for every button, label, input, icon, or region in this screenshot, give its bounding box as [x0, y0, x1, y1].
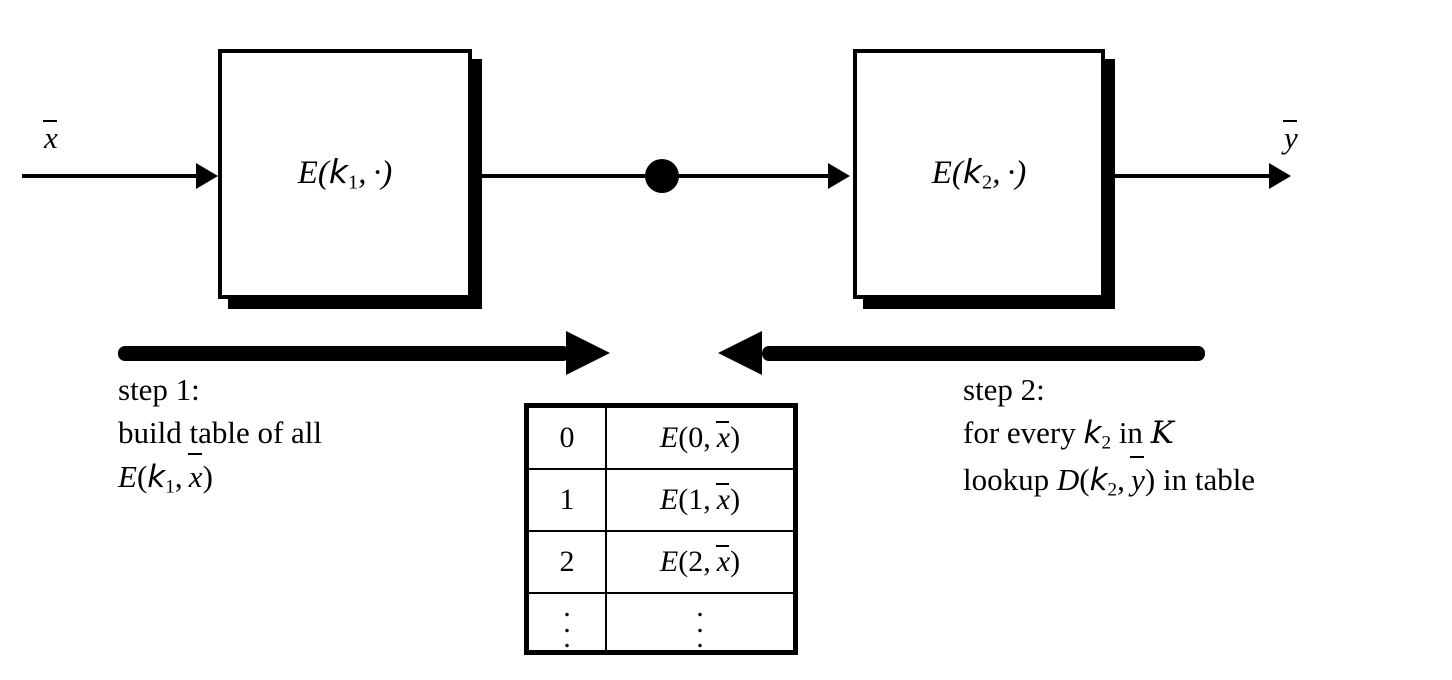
step-2-caption-line-3: lookup D(k2, y) in table	[963, 455, 1255, 504]
table-cell-value-ellipsis: ...	[605, 592, 793, 654]
intermediate-arrowhead-icon	[828, 163, 850, 189]
step-1-caption: step 1: build table of all E(k1, x)	[118, 368, 322, 501]
table-row[interactable]: 1 E(1, x)	[529, 468, 793, 532]
input-label-xbar: x	[43, 120, 58, 155]
step-2-arrowhead-icon	[718, 331, 762, 375]
step-1-caption-line-2: build table of all	[118, 415, 323, 451]
encryption-block-2[interactable]: E(k2, ·)	[853, 49, 1105, 299]
encryption-block-1[interactable]: E(k1, ·)	[218, 49, 472, 299]
output-label-ybar: y	[1283, 120, 1298, 155]
encryption-block-1-label: E(k1, ·)	[297, 151, 393, 194]
input-wire	[22, 174, 200, 178]
table-row[interactable]: 0 E(0, x)	[529, 408, 793, 470]
step-2-caption-line-2: for every k2 in K	[963, 415, 1174, 454]
output-arrowhead-icon	[1269, 163, 1291, 189]
table-cell-index-ellipsis: ...	[529, 592, 607, 654]
table-cell-index: 2	[529, 530, 607, 594]
step-2-caption: step 2: for every k2 in K lookup D(k2, y…	[963, 368, 1255, 504]
table-cell-value: E(1, x)	[605, 468, 793, 532]
table-cell-index: 1	[529, 468, 607, 532]
step-1-arrow-shaft	[118, 346, 570, 361]
table-cell-value: E(0, x)	[605, 408, 793, 470]
step-2-arrow-shaft	[762, 346, 1205, 361]
intermediate-junction-dot-icon	[645, 159, 679, 193]
table-cell-value: E(2, x)	[605, 530, 793, 594]
step-1-caption-line-3: E(k1, x)	[118, 452, 322, 501]
lookup-table[interactable]: 0 E(0, x) 1 E(1, x) 2 E(2, x) ... ...	[524, 403, 798, 655]
encryption-block-2-label: E(k2, ·)	[931, 151, 1027, 194]
table-row[interactable]: ... ...	[529, 592, 793, 654]
step-1-caption-line-1: step 1:	[118, 372, 200, 407]
table-row[interactable]: 2 E(2, x)	[529, 530, 793, 594]
output-wire	[1105, 174, 1273, 178]
step-1-arrowhead-icon	[566, 331, 610, 375]
step-2-caption-line-1: step 2:	[963, 372, 1045, 407]
table-cell-index: 0	[529, 408, 607, 470]
input-arrowhead-icon	[196, 163, 218, 189]
lookup-table-body: 0 E(0, x) 1 E(1, x) 2 E(2, x) ... ...	[529, 408, 793, 654]
